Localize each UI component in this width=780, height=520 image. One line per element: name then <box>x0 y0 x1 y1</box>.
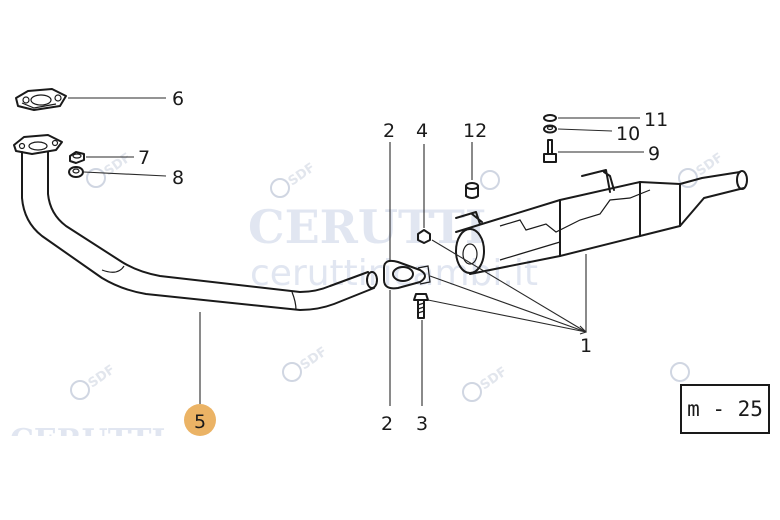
callout-8: 8 <box>172 167 184 189</box>
svg-text:SDF: SDF <box>478 364 510 393</box>
callout-6: 6 <box>172 88 184 110</box>
nut-part-7[interactable] <box>69 151 85 164</box>
exhaust-pipe-part-5[interactable] <box>13 134 378 311</box>
bolt-part-9[interactable] <box>543 139 557 163</box>
callout-10: 10 <box>616 123 640 145</box>
callout-9: 9 <box>648 143 660 165</box>
leader-lines <box>68 97 644 406</box>
callout-7: 7 <box>138 147 150 169</box>
spacer-part-12[interactable] <box>465 182 479 199</box>
page-code-label: m - 25 <box>680 384 770 434</box>
gasket-part-6[interactable] <box>15 88 67 111</box>
svg-text:SDF: SDF <box>286 160 318 189</box>
highlight-marker <box>184 404 216 436</box>
bottom-margin <box>0 436 780 520</box>
callout-4: 4 <box>416 120 428 142</box>
watermark: CERUTTI ceruttiricambi.it CERUTTI SDF SD… <box>10 150 726 458</box>
callout-labels: 6 7 8 2 4 12 11 10 9 1 2 3 5 <box>138 88 668 436</box>
washer-part-10[interactable] <box>543 124 557 134</box>
callout-12: 12 <box>463 120 487 142</box>
muffler-part-1[interactable] <box>455 169 748 275</box>
callout-1: 1 <box>580 335 592 357</box>
washer-part-11[interactable] <box>543 114 557 122</box>
svg-text:SDF: SDF <box>298 344 330 373</box>
washer-part-8[interactable] <box>68 166 84 178</box>
callout-5[interactable]: 5 <box>194 411 206 433</box>
svg-text:SDF: SDF <box>86 362 118 391</box>
watermark-brand: CERUTTI <box>248 200 486 254</box>
svg-text:SDF: SDF <box>102 150 134 179</box>
bolt-part-3[interactable] <box>413 293 429 319</box>
callout-11: 11 <box>644 109 668 131</box>
nut-part-4[interactable] <box>417 229 431 244</box>
clamp-part-2[interactable] <box>383 259 431 290</box>
callout-3: 3 <box>416 413 428 435</box>
callout-2-bottom: 2 <box>381 413 393 435</box>
callout-2-top: 2 <box>383 120 395 142</box>
